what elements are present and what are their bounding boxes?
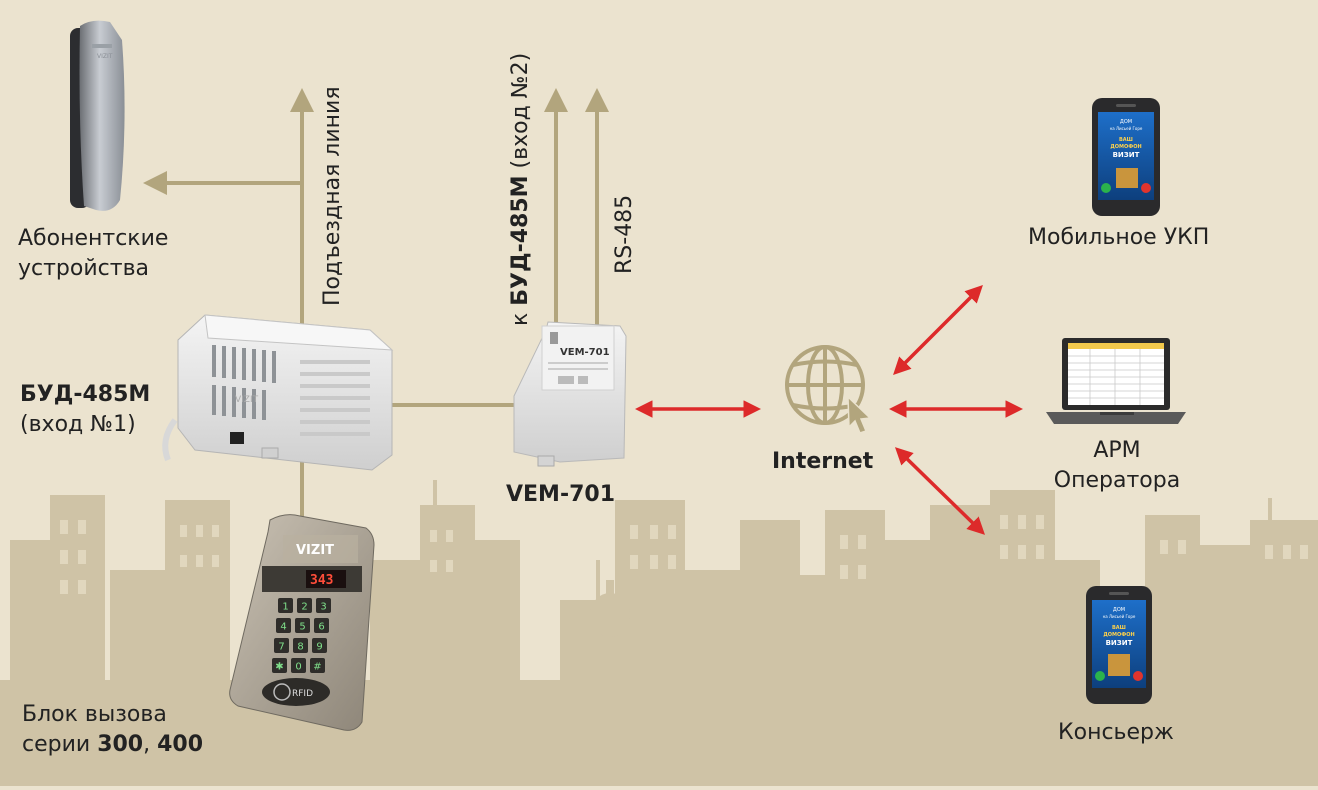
keypad-key: 9 — [316, 642, 322, 653]
call-block-label: Блок вызова серии 300, 400 — [22, 700, 203, 760]
bud2-prefix: к — [508, 305, 533, 326]
phone2-screen-word2: ДОМОФОН — [1103, 632, 1134, 638]
keypad-key-bg — [278, 598, 293, 613]
internet-label: Internet — [772, 449, 874, 474]
keypad-key: # — [313, 662, 321, 673]
operator-line1: АРМ — [1093, 438, 1141, 463]
keypad-key: 6 — [318, 622, 324, 633]
handset-brand: VIZIT — [97, 53, 113, 60]
bud2-suffix: (вход №2) — [508, 52, 533, 176]
phone2-screen-word3: ВИЗИТ — [1106, 639, 1133, 647]
internet-links — [635, 285, 1023, 535]
keypad-key-bg — [293, 638, 308, 653]
rfid-label: RFID — [292, 689, 313, 699]
keypad-key: 8 — [297, 642, 303, 653]
call-block-prefix: серии — [22, 732, 98, 757]
concierge-phone-device: ДОМ на Лисьей Горе ВАШ ДОМОФОН ВИЗИТ — [1086, 586, 1152, 704]
call-block-series-b: 400 — [157, 732, 204, 757]
access-line-label: Подъездная линия — [320, 86, 345, 306]
keypad-key: 1 — [282, 602, 288, 613]
keypad-key-bg — [297, 598, 312, 613]
bud2-title: БУД-485М — [508, 175, 533, 306]
subscriber-devices-line1: Абонентские — [18, 226, 169, 251]
concierge-label: Консьерж — [1058, 720, 1174, 745]
keypad-key: 7 — [278, 642, 284, 653]
phone1-screen-sub: на Лисьей Горе — [1110, 126, 1143, 131]
operator-laptop — [1046, 338, 1186, 424]
keypad-key-bg — [274, 638, 289, 653]
bud-brand: VIZIT — [235, 395, 259, 405]
operator-line2: Оператора — [1053, 468, 1181, 493]
vem-701-module: VEM-701 — [513, 321, 627, 467]
cursor-icon — [847, 395, 872, 434]
keypad-key: 2 — [301, 602, 307, 613]
keypad-key-bg — [314, 618, 329, 633]
call-block-separator: , — [143, 732, 158, 757]
keypad-key-bg — [316, 598, 331, 613]
panel-brand: VIZIT — [296, 543, 334, 558]
phone2-decline-icon — [1133, 671, 1143, 681]
keypad-key-bg — [312, 638, 327, 653]
phone1-screen-word3: ВИЗИТ — [1113, 151, 1140, 159]
call-block-line2: серии 300, 400 — [22, 730, 203, 760]
vem-701-caption: VEM-701 — [506, 482, 616, 507]
call-block-series-a: 300 — [97, 732, 144, 757]
phone2-screen-top: ДОМ — [1113, 607, 1125, 613]
phone1-screen-top: ДОМ — [1120, 119, 1132, 125]
phone1-screen-word1: ВАШ — [1119, 137, 1133, 143]
bud-485m-label: БУД-485М (вход №1) — [20, 380, 150, 440]
keypad-key-bg — [295, 618, 310, 633]
mobile-ukp-label: Мобильное УКП — [1028, 225, 1210, 250]
keypad-key-bg — [310, 658, 325, 673]
phone2-screen-word1: ВАШ — [1112, 625, 1126, 631]
phone1-screen-word2: ДОМОФОН — [1110, 144, 1141, 150]
phone1-decline-icon — [1141, 183, 1151, 193]
subscriber-handset: VIZIT — [70, 20, 125, 211]
bud-485m-title: БУД-485М — [20, 382, 151, 407]
keypad-key-bg — [272, 658, 287, 673]
bud-485m-unit: VIZIT — [162, 314, 394, 471]
phone1-accept-icon — [1101, 183, 1111, 193]
rs485-label: RS-485 — [612, 194, 637, 274]
internet-mobile-arrow — [893, 285, 983, 375]
keypad-key: ✱ — [275, 662, 283, 673]
bud-485m-input: (вход №1) — [20, 412, 136, 437]
keypad-key: 0 — [295, 662, 301, 673]
phone2-screen-sub: на Лисьей Горе — [1103, 614, 1136, 619]
keypad-key: 3 — [320, 602, 326, 613]
call-panel-keypad: 1 2 3 4 5 6 7 8 9 ✱ 0 # — [272, 598, 331, 673]
keypad-key-bg — [291, 658, 306, 673]
internet-concierge-arrow — [894, 447, 986, 535]
operator-label: АРМ Оператора — [1052, 436, 1182, 496]
keypad-key: 4 — [280, 622, 286, 633]
keypad-key: 5 — [299, 622, 305, 633]
bud2-input-label: к БУД-485М (вход №2) — [508, 53, 533, 326]
keypad-key-bg — [276, 618, 291, 633]
vem-device-label: VEM-701 — [560, 347, 610, 358]
subscriber-devices-label: Абонентские устройства — [18, 224, 168, 284]
mobile-phone-device: ДОМ на Лисьей Горе ВАШ ДОМОФОН ВИЗИТ — [1092, 98, 1160, 216]
subscriber-devices-line2: устройства — [18, 256, 150, 281]
skyline-windows — [60, 515, 1308, 594]
call-panel: VIZIT 343 1 2 3 4 5 6 7 8 9 ✱ 0 # RFID — [229, 514, 375, 731]
call-block-line1: Блок вызова — [22, 702, 167, 727]
phone2-accept-icon — [1095, 671, 1105, 681]
panel-display-number: 343 — [310, 573, 333, 588]
